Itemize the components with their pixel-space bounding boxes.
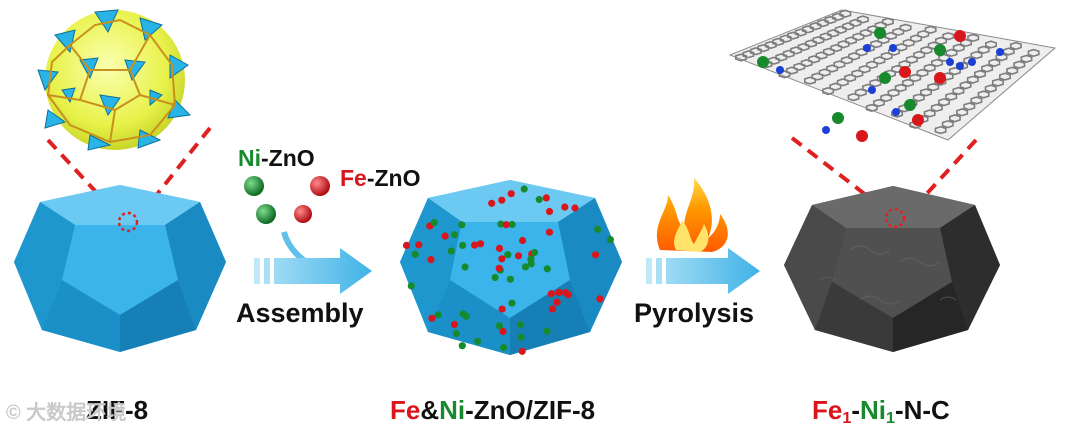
surface-particle: [471, 242, 478, 249]
surface-particle: [488, 200, 495, 207]
surface-particle: [546, 208, 553, 215]
cap2-rest: -ZnO/ZIF-8: [465, 395, 595, 425]
watermark: © 大数据环境: [6, 396, 126, 425]
surface-particle: [556, 289, 563, 296]
surface-particle: [544, 265, 551, 272]
surface-particle: [453, 330, 460, 337]
surface-particle: [507, 276, 514, 283]
surface-particle: [504, 251, 511, 258]
fe-suffix: -ZnO: [367, 165, 421, 191]
surface-particle: [607, 236, 614, 243]
cap3-dash: -: [851, 395, 860, 425]
surface-particle: [543, 194, 550, 201]
zif8-crystal: [14, 185, 226, 352]
surface-particle: [431, 219, 438, 226]
surface-particle: [448, 248, 455, 255]
cap3-ni-sub: 1: [886, 409, 895, 427]
surface-particle: [553, 299, 560, 306]
surface-particle: [462, 263, 469, 270]
fe-ni-zif8-caption: Fe&Ni-ZnO/ZIF-8: [390, 395, 595, 426]
surface-particle: [548, 290, 555, 297]
surface-particle: [496, 265, 503, 272]
pyrolysis-arrow: [646, 248, 760, 294]
cap3-fe-text: Fe: [812, 395, 842, 425]
fe-zno-label: Fe-ZnO: [340, 165, 421, 192]
surface-particle: [459, 342, 466, 349]
surface-particle: [477, 240, 484, 247]
surface-particle: [518, 334, 525, 341]
surface-particle: [517, 321, 524, 328]
surface-particle: [594, 226, 601, 233]
surface-particle: [499, 306, 506, 313]
surface-particle: [543, 328, 550, 335]
surface-particle: [498, 255, 505, 262]
ni-zno-label: Ni-ZnO: [238, 145, 315, 172]
fe-element: Fe: [340, 165, 367, 191]
surface-particle: [427, 256, 434, 263]
surface-particle: [403, 242, 410, 249]
surface-particle: [496, 245, 503, 252]
surface-particle: [549, 305, 556, 312]
flame-icon: [657, 178, 728, 252]
cap2-ni: Ni: [439, 395, 465, 425]
surface-particle: [500, 344, 507, 351]
assembly-label: Assembly: [236, 298, 364, 329]
surface-particle: [531, 249, 538, 256]
surface-particle: [408, 282, 415, 289]
cap3-rest: -N-C: [895, 395, 950, 425]
surface-particle: [451, 231, 458, 238]
surface-particle: [434, 311, 441, 318]
surface-particle: [596, 295, 603, 302]
ni-zno-particles: [244, 176, 276, 224]
surface-particle: [562, 289, 569, 296]
surface-particle: [528, 260, 535, 267]
surface-particle: [503, 221, 510, 228]
surface-particle: [460, 310, 467, 317]
surface-particle: [508, 300, 515, 307]
ni-element: Ni: [238, 145, 261, 171]
graphene-sheet: [730, 10, 1055, 142]
surface-particle: [500, 328, 507, 335]
surface-particle: [536, 196, 543, 203]
cap3-ni: Ni1: [860, 395, 895, 425]
fe-ni-zif8-crystal: [400, 180, 622, 355]
surface-particle: [519, 237, 526, 244]
fe-zno-particles: [294, 176, 330, 223]
surface-particle: [592, 251, 599, 258]
surface-particle: [412, 251, 419, 258]
surface-particle: [508, 190, 515, 197]
surface-particle: [571, 204, 578, 211]
assembly-arrow: [254, 248, 372, 294]
surface-particle: [519, 348, 526, 355]
surface-particle: [442, 233, 449, 240]
surface-particle: [546, 229, 553, 236]
surface-particle: [474, 338, 481, 345]
surface-particle: [459, 242, 466, 249]
surface-particle: [521, 185, 528, 192]
cap3-ni-text: Ni: [860, 395, 886, 425]
surface-particle: [458, 221, 465, 228]
zif8-framework-illustration: [38, 10, 190, 150]
surface-particle: [498, 197, 505, 204]
cap2-fe: Fe: [390, 395, 420, 425]
surface-particle: [451, 321, 458, 328]
cap3-fe-sub: 1: [842, 409, 851, 427]
surface-particle: [492, 274, 499, 281]
fe1-ni1-n-c-crystal: [784, 186, 1000, 352]
cap3-fe: Fe1: [812, 395, 851, 425]
surface-particle: [561, 204, 568, 211]
cap2-amp: &: [420, 395, 439, 425]
fe1-ni1-n-c-caption: Fe1-Ni1-N-C: [812, 395, 950, 428]
surface-particle: [428, 315, 435, 322]
pyrolysis-label: Pyrolysis: [634, 298, 754, 329]
ni-suffix: -ZnO: [261, 145, 315, 171]
surface-particle: [515, 252, 522, 259]
surface-particle: [415, 241, 422, 248]
